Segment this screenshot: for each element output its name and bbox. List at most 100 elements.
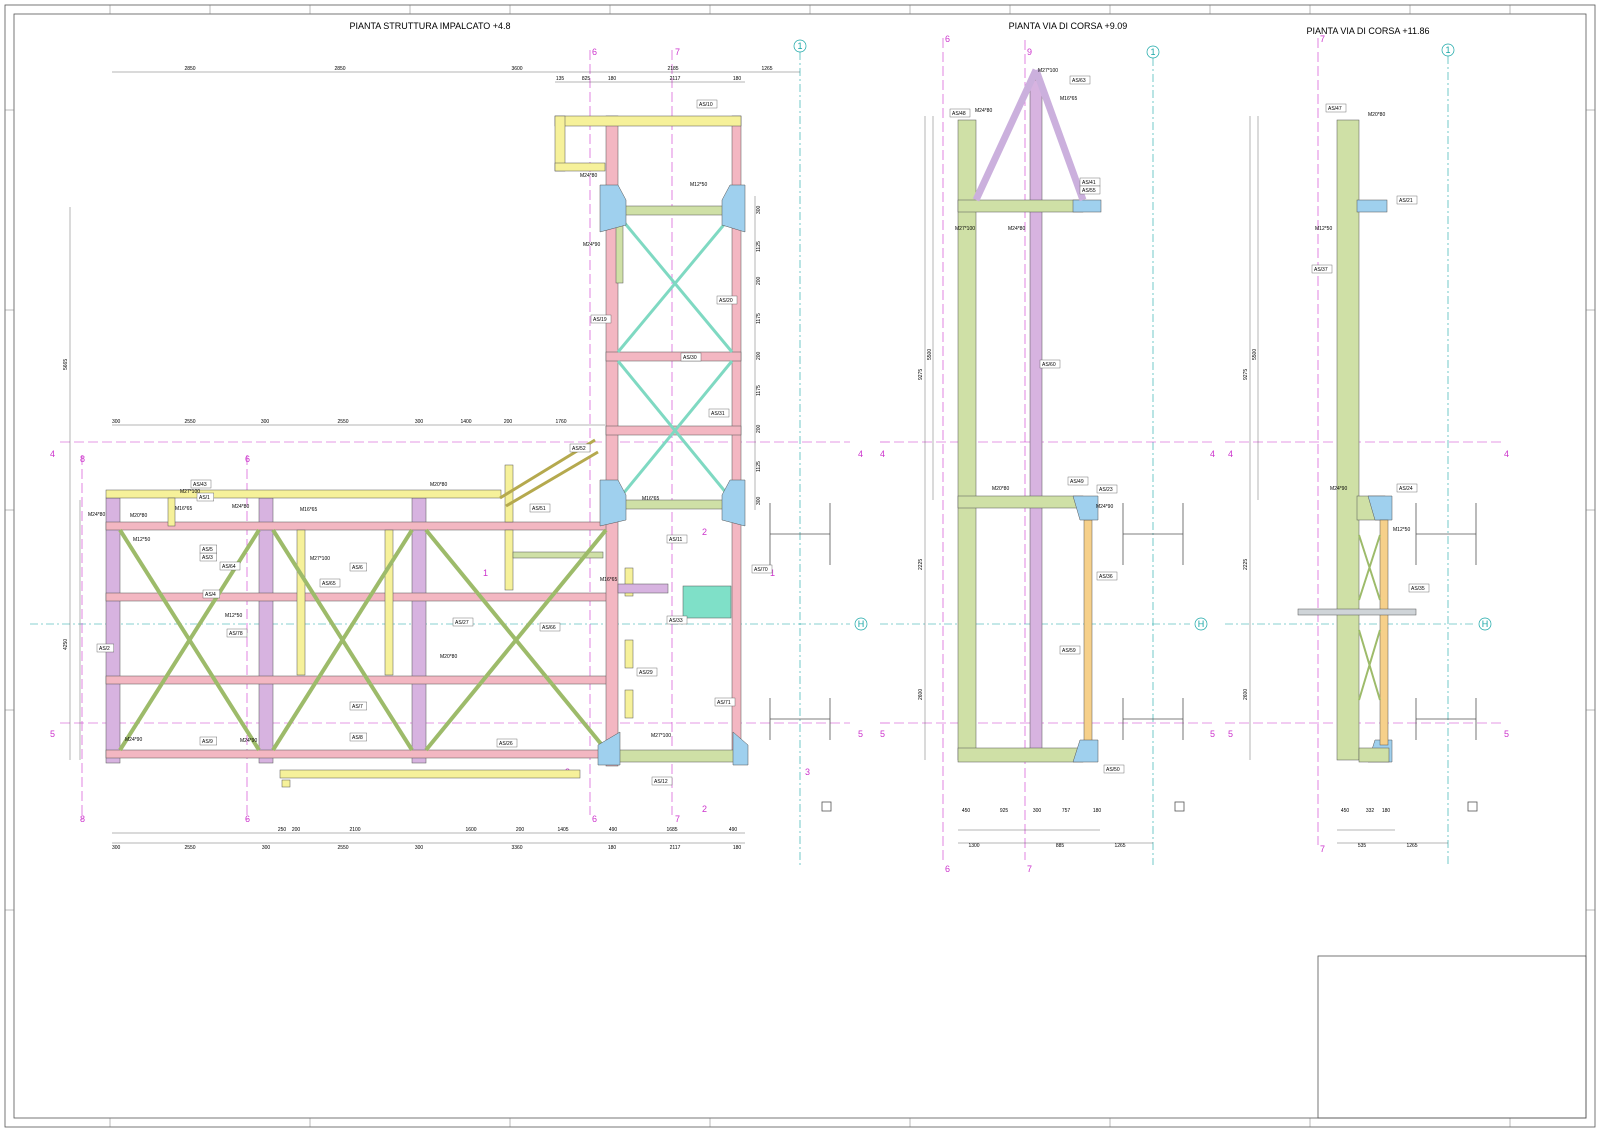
svg-text:AS/41: AS/41: [1082, 180, 1096, 186]
dim-text: 1760: [555, 419, 566, 425]
bolt-callout: M12*50: [690, 182, 707, 188]
dim-text: 885: [1056, 843, 1065, 849]
svg-text:AS/31: AS/31: [711, 411, 725, 417]
svg-text:AS/65: AS/65: [322, 581, 336, 587]
svg-text:AS/23: AS/23: [1099, 487, 1113, 493]
section-6-f: 6: [945, 864, 950, 874]
dim-text: 200: [756, 276, 762, 285]
member-tag: AS/11: [666, 534, 688, 544]
bolt-callout: M20*80: [430, 482, 447, 488]
section-lines: [60, 38, 1505, 860]
member-tag: AS/29: [636, 667, 658, 677]
member-tag: AS/4: [202, 589, 220, 599]
bolt-callout: M24*80: [975, 108, 992, 114]
dim-text: 300: [261, 419, 270, 425]
member-tag: AS/70: [751, 564, 773, 574]
svg-text:AS/11: AS/11: [669, 537, 682, 543]
svg-text:AS/10: AS/10: [699, 102, 713, 108]
dim-text: 250: [278, 827, 287, 833]
section-4-a: 4: [858, 449, 863, 459]
bolt-callout: M24*80: [1008, 226, 1025, 232]
dim-text: 2550: [184, 419, 195, 425]
dim-text: 1265: [1114, 843, 1125, 849]
dim-text: 300: [112, 845, 121, 851]
bolt-callout: M24*80: [580, 173, 597, 179]
grid-lines: [30, 52, 1475, 865]
bolt-callout: M24*90: [1330, 486, 1347, 492]
svg-text:AS/59: AS/59: [1062, 648, 1076, 654]
dim-text: 2117: [670, 845, 681, 851]
svg-text:AS/37: AS/37: [1314, 267, 1328, 273]
member-tag: AS/26: [496, 738, 518, 748]
section-6-c: 6: [592, 47, 597, 57]
member-tag: AS/1: [196, 492, 214, 502]
plan2-title: PIANTA VIA DI CORSA +9.09: [1009, 21, 1128, 31]
svg-text:AS/19: AS/19: [593, 317, 607, 323]
dim-text: 1400: [460, 419, 471, 425]
section-7-b: 7: [675, 814, 680, 824]
member-tag: AS/33: [666, 615, 688, 625]
dim-text: 2550: [337, 419, 348, 425]
dim-text: 200: [756, 424, 762, 433]
plan3-dims: 450 332 180 535 1265 9275 5500 2225 2600: [1243, 349, 1418, 849]
section-4-left: 4: [50, 449, 55, 459]
section-5-e: 5: [1504, 729, 1509, 739]
section-4-d: 4: [1228, 449, 1233, 459]
plan1-dims-top: 2850 2850 3600 2185 1265: [184, 66, 772, 72]
dim-text: 9275: [918, 369, 924, 380]
dim-text: 180: [608, 76, 617, 82]
member-tag: AS/49: [1067, 476, 1089, 486]
dim-text: 180: [1093, 808, 1102, 814]
grid-1-label-b: 1: [1150, 47, 1155, 57]
member-tag: AS/23: [1096, 484, 1118, 494]
svg-text:AS/64: AS/64: [222, 564, 236, 570]
dim-text: 5500: [1252, 349, 1258, 360]
dim-text: 300: [415, 845, 424, 851]
dim-text: 1125: [756, 461, 762, 472]
svg-text:AS/29: AS/29: [639, 670, 653, 676]
svg-text:AS/47: AS/47: [1328, 106, 1342, 112]
bolt-callout: M16*65: [1060, 96, 1077, 102]
section-5-d: 5: [1228, 729, 1233, 739]
bolt-callout: M24*80: [232, 504, 249, 510]
svg-text:AS/4: AS/4: [205, 592, 216, 598]
member-tag: AS/24: [1396, 483, 1418, 493]
dim-text: 200: [292, 827, 301, 833]
svg-text:AS/43: AS/43: [193, 482, 207, 488]
section-5-c: 5: [1210, 729, 1215, 739]
sheet-frame: [4, 4, 1596, 1128]
bolt-callout: M27*100: [180, 489, 200, 495]
dim-text: 2850: [334, 66, 345, 72]
svg-text:AS/35: AS/35: [1411, 586, 1425, 592]
member-tag: AS/12: [651, 776, 673, 786]
svg-text:AS/1: AS/1: [199, 495, 210, 501]
section-5-left: 5: [50, 729, 55, 739]
member-tags: AS/1AS/2AS/3AS/4AS/5AS/6AS/7AS/8AS/9AS/1…: [96, 75, 1430, 786]
section-9-a: 9: [1027, 47, 1032, 57]
dim-text: 1685: [666, 827, 677, 833]
i-section-symbols: [769, 503, 1478, 812]
section-4-c: 4: [1210, 449, 1215, 459]
svg-text:AS/5: AS/5: [202, 547, 213, 553]
svg-text:AS/49: AS/49: [1070, 479, 1084, 485]
dim-text: 300: [262, 845, 271, 851]
bolt-callout: M20*80: [992, 486, 1009, 492]
svg-text:AS/7: AS/7: [352, 704, 363, 710]
member-tag: AS/47: [1325, 103, 1347, 113]
section-8-a: 8: [80, 454, 85, 464]
svg-text:AS/2: AS/2: [99, 646, 110, 652]
member-tag: AS/8: [349, 732, 367, 742]
dim-text: 1125: [756, 241, 762, 252]
dim-text: 2117: [670, 76, 681, 82]
dim-text: 450: [962, 808, 971, 814]
dim-text: 4250: [63, 639, 69, 650]
section-7-c: 7: [1027, 864, 1032, 874]
dim-text: 925: [1000, 808, 1009, 814]
dim-text: 1265: [1406, 843, 1417, 849]
member-tag: AS/66: [539, 622, 561, 632]
bolt-callout: M12*50: [225, 613, 242, 619]
member-tag: AS/27: [452, 617, 474, 627]
dim-text: 3600: [511, 66, 522, 72]
svg-text:AS/30: AS/30: [683, 355, 697, 361]
member-tag: AS/35: [1408, 583, 1430, 593]
